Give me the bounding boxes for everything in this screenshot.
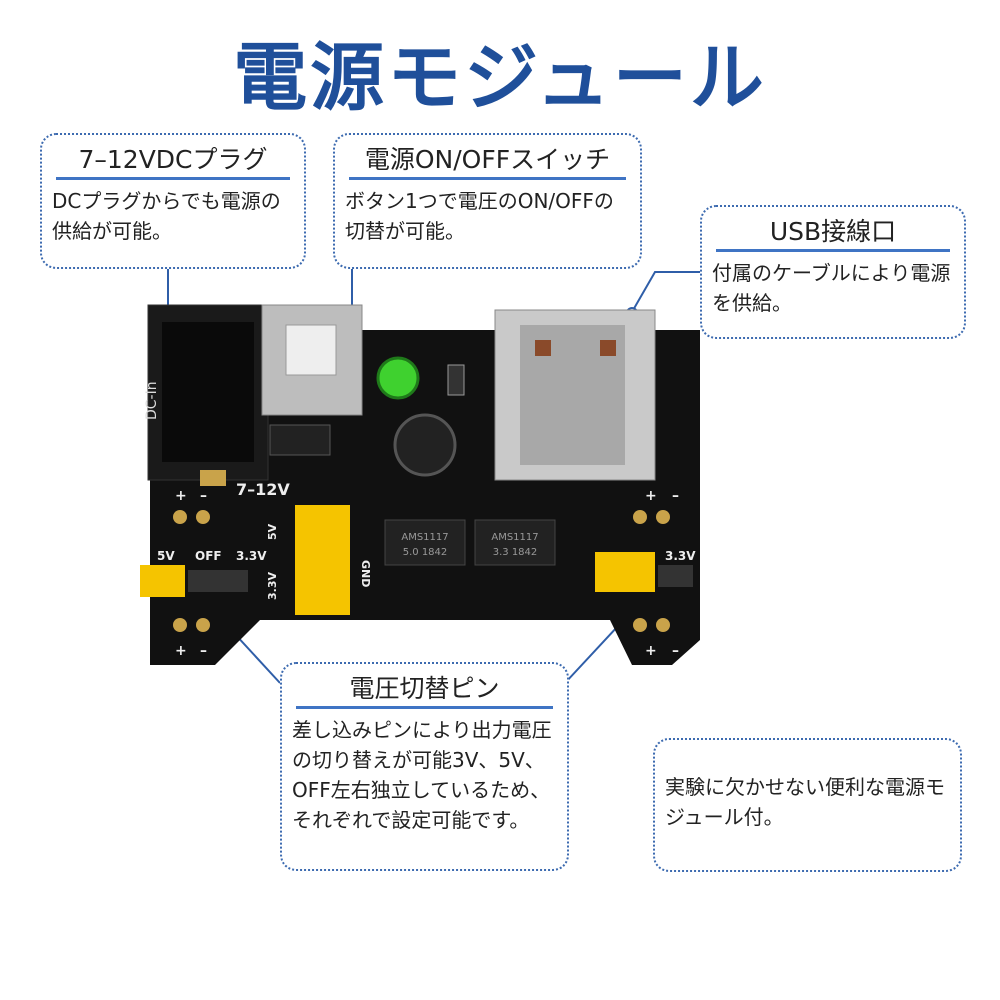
- svg-text:–: –: [672, 488, 679, 504]
- dc-jack-label: DC-In: [144, 381, 160, 420]
- callout-power-switch-text: ボタン1つで電圧のON/OFFの切替が可能。: [345, 189, 614, 243]
- callout-dc-plug-heading: 7–12VDCプラグ: [78, 145, 268, 174]
- svg-text:3.3V: 3.3V: [665, 549, 696, 563]
- callout-power-switch: 電源ON/OFFスイッチ ボタン1つで電圧のON/OFFの切替が可能。: [333, 133, 642, 269]
- svg-text:–: –: [200, 643, 207, 659]
- callout-dc-plug-text: DCプラグからでも電源の供給が可能。: [52, 189, 281, 243]
- svg-text:3.3V: 3.3V: [236, 549, 267, 563]
- svg-text:AMS1117: AMS1117: [401, 532, 448, 543]
- svg-text:3.3V: 3.3V: [266, 572, 279, 600]
- svg-text:5V: 5V: [157, 549, 175, 563]
- callout-dc-plug: 7–12VDCプラグ DCプラグからでも電源の供給が可能。: [40, 133, 306, 269]
- callout-usb-port-text: 付属のケーブルにより電源を供給。: [712, 261, 951, 315]
- regulator-5v: [384, 519, 466, 566]
- power-led: [376, 356, 420, 400]
- callout-voltage-pins-text: 差し込みピンにより出力電圧の切り替えが可能3V、5V、OFF左右独立しているため…: [292, 718, 552, 832]
- regulator-3v3: [474, 519, 556, 566]
- capacitor: [393, 413, 457, 477]
- svg-text:+: +: [645, 643, 657, 659]
- svg-text:–: –: [200, 488, 207, 504]
- callout-module-note-text: 実験に欠かせない便利な電源モジュール付。: [665, 775, 945, 829]
- callout-usb-port-heading: USB接線口: [769, 217, 897, 246]
- svg-text:7–12V: 7–12V: [236, 480, 290, 499]
- jumper-right: [595, 552, 655, 592]
- svg-text:3.3 1842: 3.3 1842: [493, 547, 538, 558]
- svg-text:5.0 1842: 5.0 1842: [403, 547, 448, 558]
- svg-text:+: +: [175, 643, 187, 659]
- svg-text:GND: GND: [359, 560, 372, 587]
- svg-text:+: +: [175, 488, 187, 504]
- heading-underline: [716, 249, 950, 252]
- heading-underline: [56, 177, 290, 180]
- svg-text:5V: 5V: [266, 523, 279, 540]
- callout-voltage-pins: 電圧切替ピン 差し込みピンにより出力電圧の切り替えが可能3V、5V、OFF左右独…: [280, 662, 569, 871]
- svg-text:–: –: [672, 643, 679, 659]
- svg-text:AMS1117: AMS1117: [491, 532, 538, 543]
- callout-usb-port: USB接線口 付属のケーブルにより電源を供給。: [700, 205, 966, 339]
- jumper-left: [140, 565, 185, 597]
- callout-power-switch-heading: 電源ON/OFFスイッチ: [364, 145, 611, 174]
- usb-callout-line: [631, 271, 700, 313]
- callout-voltage-pins-heading: 電圧切替ピン: [349, 674, 500, 703]
- callout-module-note: 実験に欠かせない便利な電源モジュール付。: [653, 738, 962, 872]
- svg-text:+: +: [645, 488, 657, 504]
- page-title: 電源モジュール: [233, 35, 767, 121]
- output-header: [295, 505, 350, 615]
- heading-underline: [296, 706, 553, 709]
- heading-underline: [349, 177, 626, 180]
- svg-text:OFF: OFF: [195, 549, 222, 563]
